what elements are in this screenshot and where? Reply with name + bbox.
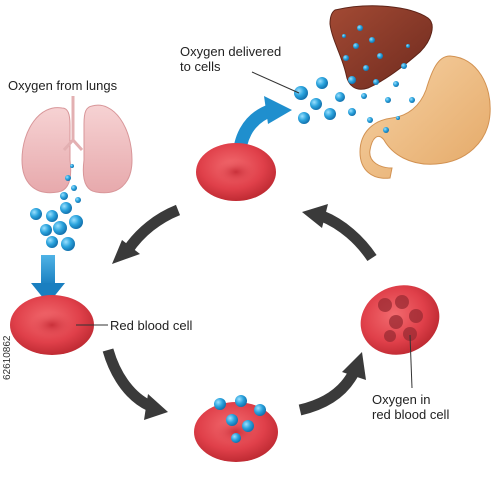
liver-icon — [329, 5, 433, 90]
label-oxygen-delivered: Oxygen delivered to cells — [180, 44, 281, 74]
label-oxygen-in-rbc-line1: Oxygen in — [372, 392, 431, 407]
leader-oxygen-delivered — [251, 71, 300, 94]
lungs-to-cell-arrow-icon — [31, 255, 65, 304]
oxygen-molecule-icon — [214, 395, 266, 443]
red-blood-cell-right — [360, 285, 440, 355]
cycle-arrow-icon — [102, 204, 377, 420]
stomach-icon — [359, 55, 491, 179]
label-oxygen-from-lungs: Oxygen from lungs — [8, 78, 118, 93]
label-oxygen-delivered-line1: Oxygen delivered — [180, 44, 282, 59]
oxygen-molecule-icon — [294, 25, 415, 133]
leader-oxygen-in-rbc — [409, 334, 413, 389]
stock-image-id: 62610862 — [2, 335, 13, 381]
red-blood-cell-top — [196, 143, 276, 201]
red-blood-cell-left — [10, 295, 94, 355]
label-oxygen-in-rbc: Oxygen in red blood cell — [372, 392, 449, 422]
label-red-blood-cell: Red blood cell — [110, 318, 193, 333]
lungs-icon — [21, 96, 133, 194]
oxygen-molecule-icon — [30, 164, 83, 251]
label-oxygen-in-rbc-line2: red blood cell — [372, 407, 450, 422]
label-oxygen-delivered-line2: to cells — [180, 59, 221, 74]
